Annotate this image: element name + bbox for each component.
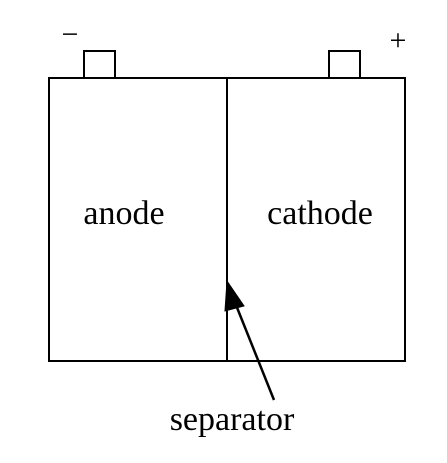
positive-terminal-sign: + [390, 24, 407, 57]
positive-terminal [328, 50, 361, 79]
negative-terminal-sign: − [62, 18, 79, 51]
anode-label: anode [83, 195, 164, 232]
separator-arrowhead [224, 279, 245, 312]
cathode-label: cathode [267, 195, 373, 232]
separator-label: separator [170, 401, 295, 438]
negative-terminal [83, 50, 116, 79]
separator-arrow-shaft [232, 299, 276, 401]
